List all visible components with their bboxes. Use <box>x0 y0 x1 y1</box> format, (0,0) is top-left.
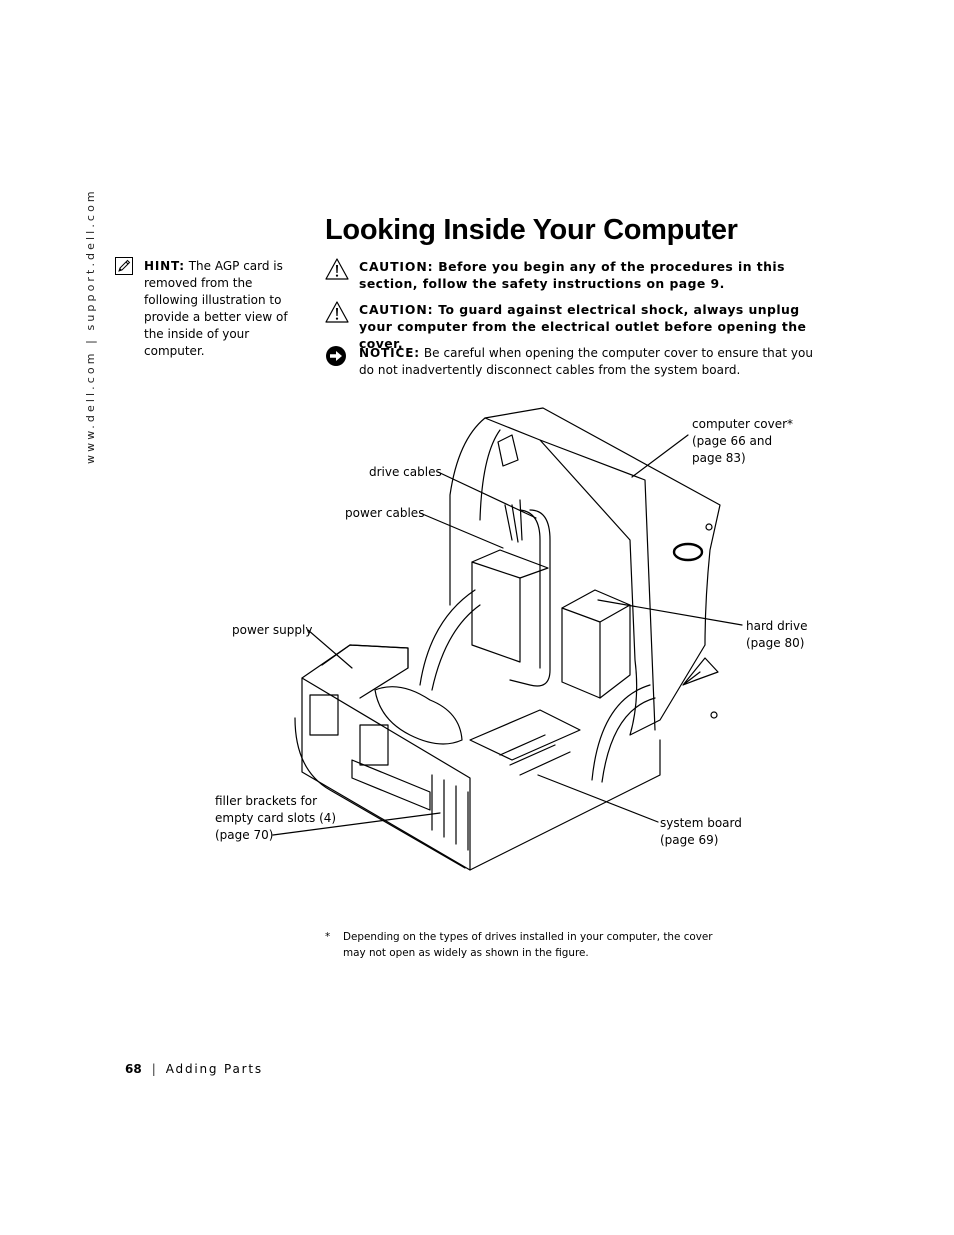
drive-cable-ribbon-edge <box>519 509 541 669</box>
leader-power-supply <box>307 629 353 669</box>
system-board <box>469 709 581 761</box>
cover-panel <box>484 407 721 736</box>
leader-filler-brackets <box>272 812 441 836</box>
hint-text: The AGP card is removed from the followi… <box>144 259 288 358</box>
hint-block: HINT: The AGP card is removed from the f… <box>144 258 294 360</box>
computer-interior-figure: computer cover* (page 66 and page 83) dr… <box>200 400 820 880</box>
cover-screw-bottom <box>710 711 718 719</box>
hinge-arc-left-inner <box>431 604 481 691</box>
cover-inner-edge <box>539 439 656 731</box>
computer-interior-illustration <box>272 407 743 871</box>
callout-filler-brackets: filler brackets for empty card slots (4)… <box>215 794 337 842</box>
power-supply-fan <box>374 686 463 745</box>
vent-grille-left <box>309 694 339 736</box>
leader-computer-cover <box>631 434 689 478</box>
leader-power-cables <box>419 512 504 549</box>
notice-text: Be careful when opening the computer cov… <box>359 346 814 377</box>
sidebar-url: www.dell.com | support.dell.com <box>84 188 100 472</box>
hard-drive-front <box>561 607 601 699</box>
cover-latch <box>672 542 704 562</box>
chassis-base-curve <box>294 717 466 869</box>
callout-drive-cables: drive cables <box>369 465 442 479</box>
warning-triangle-icon <box>325 301 349 323</box>
leader-system-board <box>537 774 659 823</box>
vent-grille-mid <box>359 724 389 766</box>
hard-drive-top <box>561 589 631 623</box>
page-footer: 68 | Adding Parts <box>125 1062 263 1076</box>
chassis-bottom-right <box>469 739 661 871</box>
cover-front-edge <box>449 417 486 606</box>
caution-2-text: To guard against electrical shock, alway… <box>359 302 807 351</box>
caution-1-label: CAUTION: <box>359 259 434 274</box>
hint-label: HINT: <box>144 259 185 273</box>
callout-power-cables: power cables <box>345 506 425 520</box>
footnote-marker: * <box>325 931 331 943</box>
pencil-icon <box>115 257 133 275</box>
cover-handle <box>497 434 519 467</box>
hinge-arc-right-inner <box>601 697 656 783</box>
cover-flange <box>479 429 501 521</box>
section-name: Adding Parts <box>165 1062 263 1076</box>
page-number: 68 <box>125 1062 142 1076</box>
callout-computer-cover: computer cover* (page 66 and page 83) <box>692 417 794 465</box>
drive-cage-top <box>471 549 549 579</box>
footer-separator: | <box>151 1062 156 1076</box>
power-supply-box <box>321 644 409 699</box>
callout-power-supply: power supply <box>232 623 313 637</box>
io-panel <box>351 759 431 811</box>
cover-screw-top <box>705 523 713 531</box>
cover-arrow <box>682 657 719 686</box>
hinge-arc-left <box>419 589 476 686</box>
page-title: Looking Inside Your Computer <box>325 214 738 246</box>
callout-system-board: system board (page 69) <box>660 816 742 847</box>
drive-cage-front <box>471 561 521 663</box>
leader-drive-cables <box>437 471 537 519</box>
sidebar-url-text: www.dell.com | support.dell.com <box>84 188 97 464</box>
drive-cable-ribbon <box>509 509 551 687</box>
caution-1-text: Before you begin any of the procedures i… <box>359 259 785 291</box>
warning-triangle-icon <box>325 258 349 280</box>
hard-drive-side <box>599 604 631 699</box>
hinge-arc-right <box>591 684 651 781</box>
notice-arrow-icon <box>326 346 346 366</box>
expansion-slots <box>499 734 571 776</box>
notice-label: NOTICE: <box>359 346 420 360</box>
callout-hard-drive: hard drive (page 80) <box>746 619 808 650</box>
power-cable-bundle <box>504 499 523 543</box>
leader-hard-drive <box>597 599 743 626</box>
filler-brackets <box>431 774 469 851</box>
chassis-top-edge <box>301 644 409 679</box>
footnote-text: Depending on the types of drives install… <box>343 931 713 959</box>
caution-2-label: CAUTION: <box>359 302 434 317</box>
